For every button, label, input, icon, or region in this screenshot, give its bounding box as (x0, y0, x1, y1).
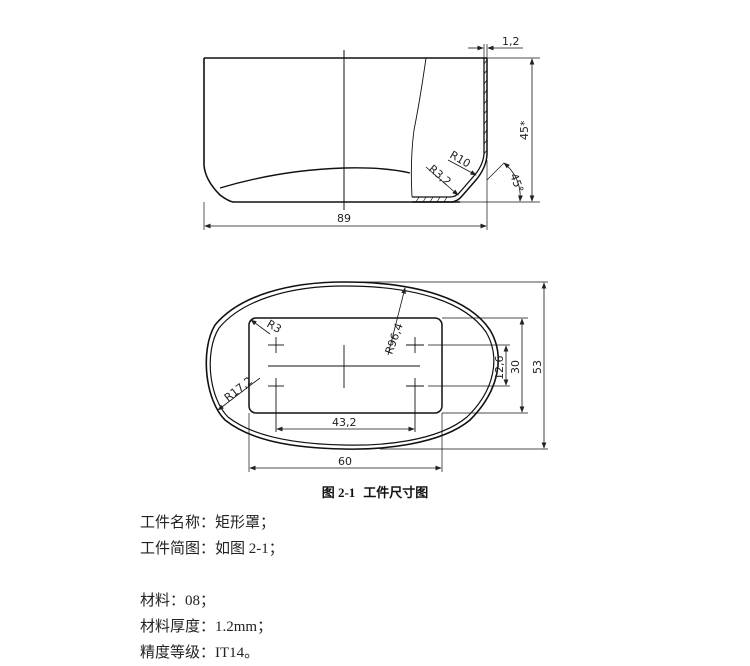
spacer (140, 562, 284, 588)
spec-label: 材料： (140, 593, 186, 609)
spec-label: 材料厚度： (140, 619, 216, 635)
dim-height-45: 45* (518, 120, 531, 140)
spec-value: 矩形罩； (215, 515, 276, 531)
dim-radius-r3: R3 (265, 317, 284, 336)
spec-precision: 精度等级：IT14。 (140, 640, 284, 666)
spec-value: 1.2mm； (215, 619, 273, 635)
spec-label: 工件简图： (140, 541, 216, 557)
dim-thickness: 1,2 (502, 35, 520, 48)
spec-value: 08； (185, 593, 216, 609)
dim-radius-r96-4: R96,4 (383, 321, 406, 356)
spec-value: IT14。 (215, 645, 260, 661)
spec-material: 材料：08； (140, 588, 284, 614)
spec-value: 如图 2-1； (215, 541, 284, 557)
front-view (203, 44, 540, 230)
dim-width-89: 89 (337, 212, 351, 225)
technical-drawing: 89 1,2 45* R10 R3,2 45° (203, 35, 548, 472)
spec-label: 精度等级： (140, 645, 216, 661)
spec-thickness: 材料厚度：1.2mm； (140, 614, 284, 640)
spec-label: 工件名称： (140, 515, 216, 531)
dim-radius-r17-2: R17,2 (222, 374, 255, 404)
figure-caption: 图 2-1 工件尺寸图 (0, 482, 750, 501)
workpiece-specs: 工件名称：矩形罩； 工件简图：如图 2-1； 材料：08； 材料厚度：1.2mm… (140, 510, 284, 666)
dim-hole-spacing-x: 43,2 (332, 416, 357, 429)
dim-hole-spacing-y: 12,6 (493, 356, 506, 381)
spec-part-name: 工件名称：矩形罩； (140, 510, 284, 536)
top-view (205, 281, 548, 472)
dim-rect-width: 60 (338, 455, 352, 468)
dim-rect-height: 30 (509, 360, 522, 374)
dim-overall-height: 53 (531, 360, 544, 374)
spec-part-sketch: 工件简图：如图 2-1； (140, 536, 284, 562)
dim-radius-r3-2: R3,2 (426, 162, 454, 188)
dim-angle-45: 45° (507, 172, 526, 195)
dim-radius-r10: R10 (448, 148, 473, 170)
figure-title: 工件尺寸图 (363, 485, 429, 500)
figure-number: 图 2-1 (321, 485, 356, 500)
